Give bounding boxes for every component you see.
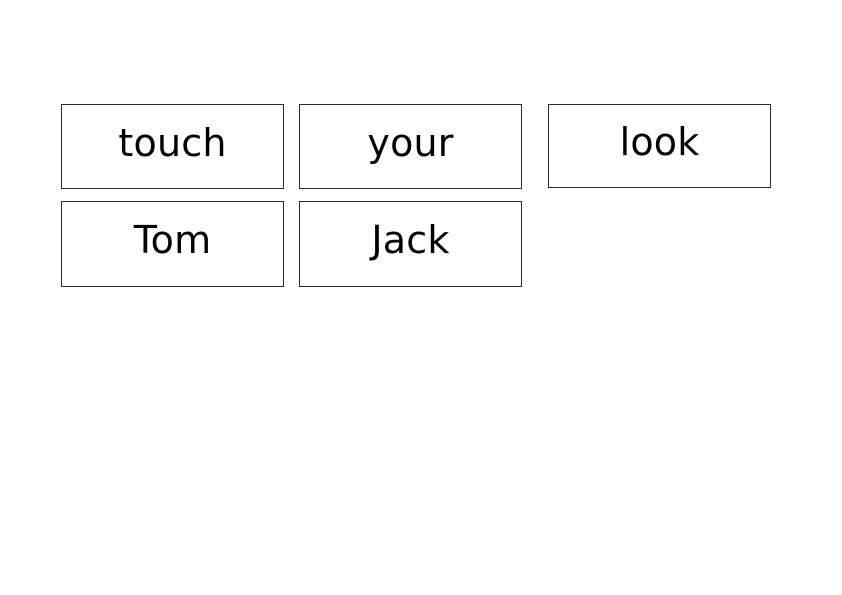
word-card-label: Jack (371, 218, 450, 262)
word-card-label: your (367, 120, 454, 165)
word-card-label: look (619, 120, 700, 164)
word-card-your[interactable]: your (299, 104, 522, 189)
word-card-look[interactable]: look (548, 104, 771, 188)
word-card-label: Tom (133, 218, 212, 262)
word-card-jack[interactable]: Jack (299, 201, 522, 287)
word-card-label: touch (118, 120, 227, 165)
word-card-tom[interactable]: Tom (61, 201, 284, 287)
word-card-touch[interactable]: touch (61, 104, 284, 189)
